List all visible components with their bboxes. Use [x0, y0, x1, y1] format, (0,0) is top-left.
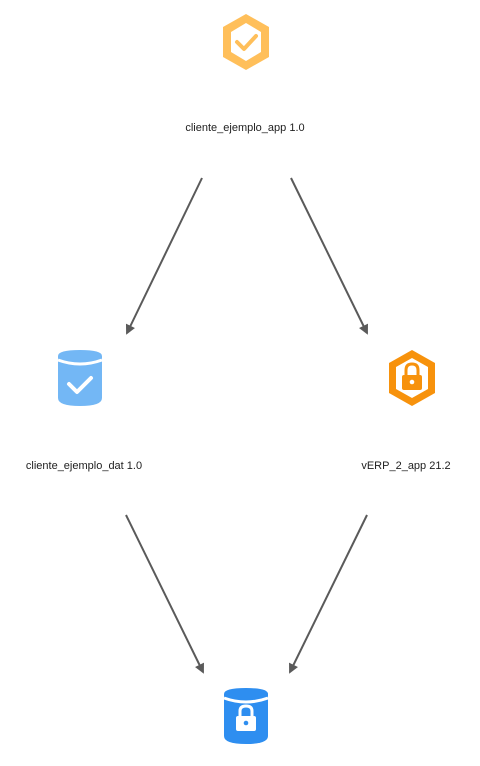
node-left-icon[interactable]: [52, 346, 108, 406]
node-right-icon[interactable]: [384, 346, 440, 406]
node-left-label[interactable]: cliente_ejemplo_dat 1.0: [25, 460, 143, 472]
node-top-label[interactable]: cliente_ejemplo_app 1.0: [185, 122, 305, 134]
edge-top-to-right: [290, 177, 368, 335]
node-bottom-icon[interactable]: [218, 684, 274, 744]
hexagon-check-icon: [223, 14, 269, 70]
node-top-icon[interactable]: [218, 10, 274, 70]
node-right-label[interactable]: vERP_2_app 21.2: [361, 460, 451, 472]
database-check-icon: [57, 350, 103, 406]
edge-right-to-bottom: [289, 514, 368, 674]
database-lock-icon: [223, 688, 269, 744]
edge-top-to-left: [125, 177, 203, 335]
hexagon-lock-icon: [389, 350, 435, 406]
edge-left-to-bottom: [125, 514, 204, 674]
